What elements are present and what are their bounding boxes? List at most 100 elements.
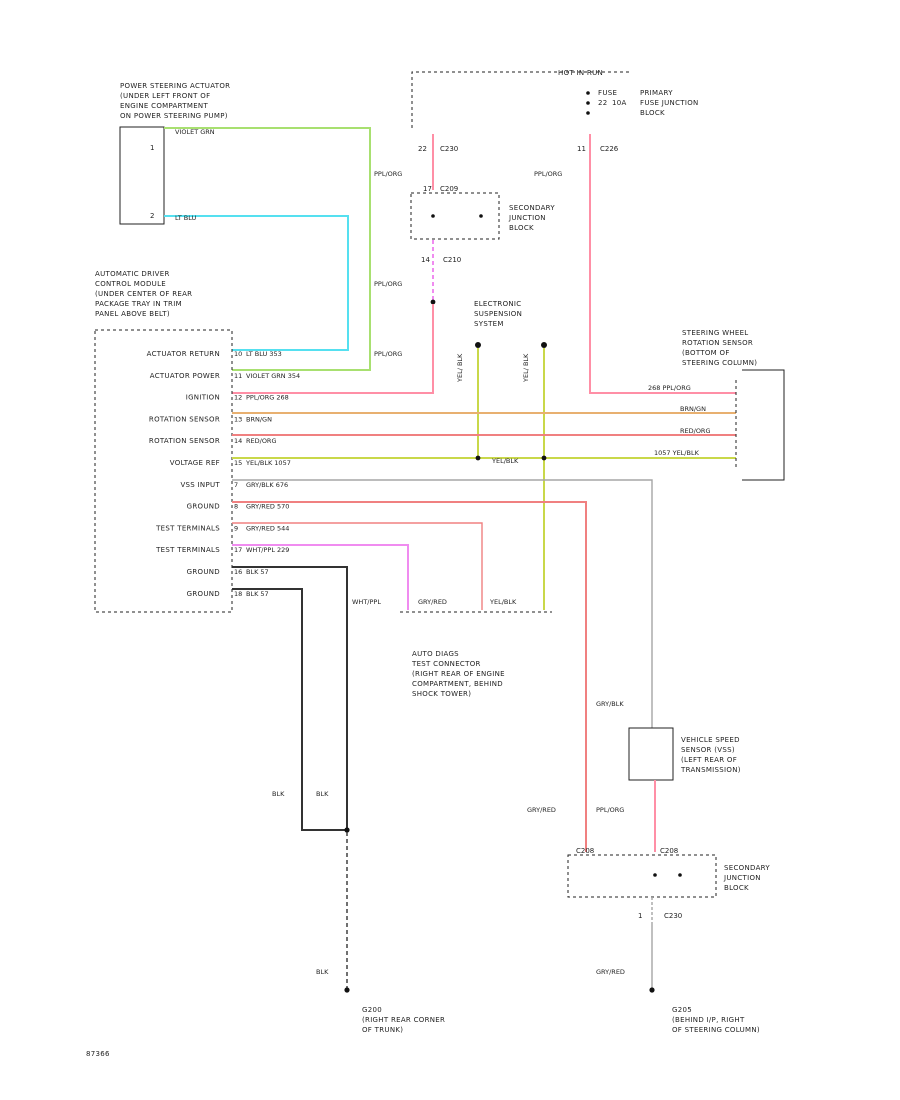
sec-jb-bottom-conn-left: C208 [576,847,594,855]
fuse-amp: 10A [612,99,627,107]
ess-line-2: SUSPENSION [474,310,522,318]
g200-line-2: (RIGHT REAR CORNER [362,1016,445,1024]
actuator-label-3: ENGINE COMPARTMENT [120,102,208,110]
module-pin-number: 9 [234,524,238,532]
vss-line-3: (LEFT REAR OF [681,756,737,764]
module-pin-name: ROTATION SENSOR [149,415,220,423]
module-wire-code: GRY/RED 570 [246,503,289,511]
module-pin-name: GROUND [187,568,220,576]
module-wire-code: YEL/BLK 1057 [245,459,291,467]
fuse-pin-left: 22 [418,145,427,153]
test-line-5: SHOCK TOWER) [412,690,471,698]
figure-id: 87366 [86,1050,110,1058]
wire-label-blk-2: BLK [316,790,329,798]
g205-line-1: G205 [672,1006,692,1014]
module-pin-number: 12 [234,394,242,402]
fuse-block-line-3: BLOCK [640,109,665,117]
module-pin-number: 13 [234,415,242,423]
wire-label-lt-blu: LT BLU [175,214,197,222]
wire-gry-blk [232,479,653,728]
wire-label-ppl-org-4: PPL/ORG [374,350,402,358]
module-pin-number: 15 [234,459,242,467]
sec-jb-top-conn: C209 [440,185,458,193]
module-pin-number: 17 [234,546,242,554]
fuse-conn-left: C230 [440,145,458,153]
ess-line-3: SYSTEM [474,320,504,328]
wire-label-ppl-org-1: PPL/ORG [374,170,402,178]
sec-jb-top-box [410,192,500,240]
fuse-dot-2 [586,101,590,105]
module-pin-name: VOLTAGE REF [170,459,220,467]
fuse-dot-3 [586,111,590,115]
g205-line-2: (BEHIND I/P, RIGHT [672,1016,745,1024]
module-pin-number: 11 [234,372,242,380]
wire-label-violet-grn: VIOLET GRN [175,128,215,136]
module-pin-number: 8 [234,503,238,511]
sec-jb-top-pin-bottom: 14 [421,256,430,264]
sec-jb-top-line-3: BLOCK [509,224,534,232]
wire-label-blk-3: BLK [316,968,329,976]
module-wire-code: BRN/GN [246,415,272,423]
test-wire-1: WHT/PPL [352,598,381,606]
test-line-3: (RIGHT REAR OF ENGINE [412,670,505,678]
module-pin-number: 18 [234,590,242,598]
sec-jb-bottom-line-2: JUNCTION [723,874,761,882]
module-wire-code: PPL/ORG 268 [246,394,289,402]
actuator-box [119,126,165,225]
module-pin-number: 7 [234,481,238,489]
vss-line-2: SENSOR (VSS) [681,746,735,754]
module-wire-code: WHT/PPL 229 [246,546,289,554]
module-line-1: AUTOMATIC DRIVER [95,270,170,278]
automatic-driver-control-module: AUTOMATIC DRIVER CONTROL MODULE (UNDER C… [94,270,301,613]
wire-ppl-org-right [589,134,736,394]
module-wire-code: RED/ORG [246,437,277,445]
ess-connector-2 [541,342,547,348]
actuator-pin-1: 1 [150,144,154,152]
fuse-conn-right: C226 [600,145,619,153]
module-pin-name: TEST TERMINALS [155,546,220,554]
module-wire-code: BLK 57 [246,568,269,576]
fuse-pin-right: 11 [577,145,586,153]
module-line-3: (UNDER CENTER OF REAR [95,290,192,298]
module-pin-name: VSS INPUT [180,481,220,489]
actuator-label-2: (UNDER LEFT FRONT OF [120,92,210,100]
steering-wheel-rotation-sensor: STEERING WHEEL ROTATION SENSOR (BOTTOM O… [648,329,785,481]
ground-g205-label: G205 (BEHIND I/P, RIGHT OF STEERING COLU… [672,1006,760,1034]
sws-line-1: STEERING WHEEL [682,329,749,337]
module-line-2: CONTROL MODULE [95,280,166,288]
module-pin-number: 10 [234,350,242,358]
sec-jb-top-line-2: JUNCTION [508,214,546,222]
sec-jb-top-dot-2 [479,214,483,218]
wire-lt-blu [164,215,349,351]
module-pin-name: GROUND [187,590,220,598]
module-pin-name: ACTUATOR RETURN [147,350,220,358]
sws-wire-1: 268 PPL/ORG [648,384,691,392]
wire-label-ppl-org-vss: PPL/ORG [596,806,624,814]
sec-jb-top-conn-bottom: C210 [443,256,461,264]
module-pin-name: IGNITION [186,394,220,402]
wire-wht-ppl [232,544,409,610]
splice-ppl-org [430,299,436,305]
test-wire-3: YEL/BLK [489,598,517,606]
power-steering-actuator: POWER STEERING ACTUATOR (UNDER LEFT FRON… [119,82,230,225]
actuator-label-4: ON POWER STEERING PUMP) [120,112,228,120]
vehicle-speed-sensor: GRY/BLK VEHICLE SPEED SENSOR (VSS) (LEFT… [596,700,740,781]
test-line-4: COMPARTMENT, BEHIND [412,680,503,688]
splice-yel-blk-2 [541,455,547,461]
fuse-block-line-1: PRIMARY [640,89,673,97]
wire-label-ppl-org-2: PPL/ORG [534,170,562,178]
sws-line-2: ROTATION SENSOR [682,339,753,347]
module-pin-number: 16 [234,568,242,576]
fuse-number: 22 [598,99,608,107]
sec-jb-bottom-line-1: SECONDARY [724,864,770,872]
hot-in-run-label: HOT IN RUN [558,69,603,77]
fuse-label: FUSE [598,89,617,97]
wire-label-gry-red-vss: GRY/RED [527,806,556,814]
splice-ground [344,827,350,833]
ess-line-1: ELECTRONIC [474,300,521,308]
wire-label-yel-blk-mid: YEL/BLK [491,457,519,465]
sws-wire-4: 1057 YEL/BLK [654,449,700,457]
ess-wire-label-1: YEL/ BLK [456,353,464,383]
